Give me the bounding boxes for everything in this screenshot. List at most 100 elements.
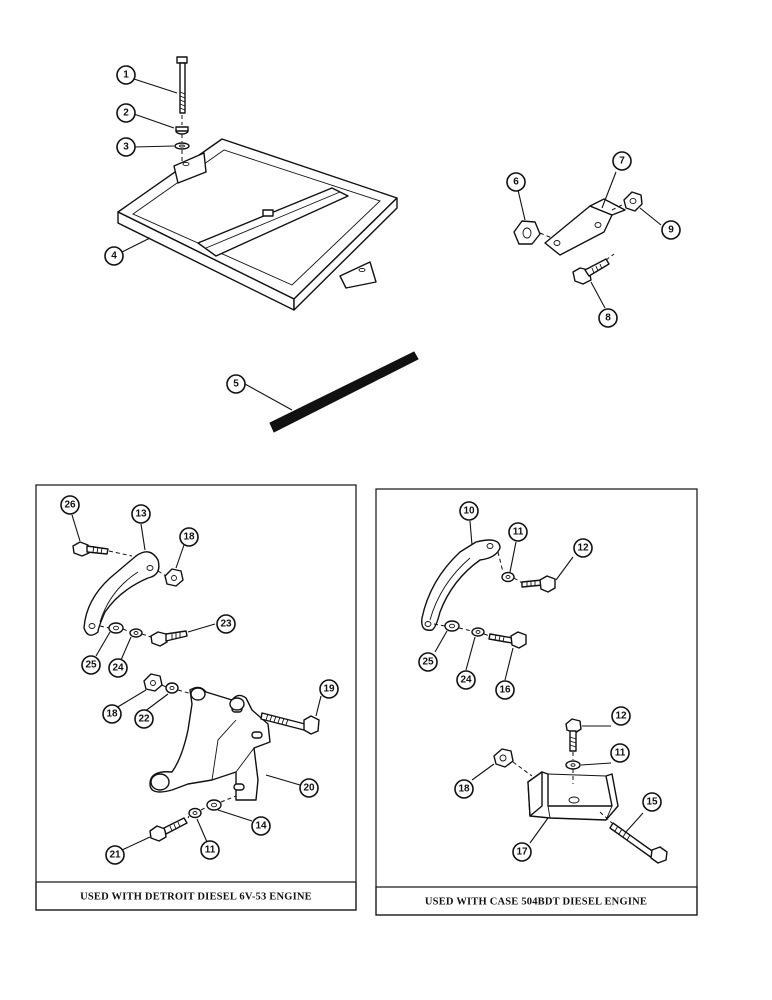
callout-13-left: 13 [131,504,151,524]
callout-4: 4 [104,246,124,266]
callout-16-right: 16 [495,680,515,700]
right-caption-box [375,886,698,916]
callout-11-right-bottom: 11 [610,743,630,763]
callout-label: 12 [577,543,589,554]
callout-label: 19 [323,684,335,695]
nut-part-18-right [493,748,514,768]
callout-label: 5 [233,379,239,390]
callout-6: 6 [506,172,526,192]
nut-part-18-left-top [157,568,184,587]
right-panel-caption: USED WITH CASE 504BDT DIESEL ENGINE [425,897,647,908]
callout-label: 17 [516,847,528,858]
callout-label: 14 [255,821,267,832]
u-bracket-part-17 [527,771,619,821]
lock-washer-part-11-right-top [501,571,515,583]
callout-label: 9 [668,225,674,236]
callout-1: 1 [116,65,136,85]
lock-washer-part-11-right-bottom [565,760,581,770]
callout-17-right: 17 [512,842,532,862]
callout-18-left-bottom: 18 [102,704,122,724]
bolt-part-21 [149,817,188,842]
left-caption-box [35,881,357,911]
callout-18-right: 18 [454,779,474,799]
callout-18-left-top: 18 [179,527,199,547]
callout-2: 2 [116,103,136,123]
callout-15-right: 15 [642,792,662,812]
callout-label: 16 [499,685,511,696]
callout-label: 11 [205,845,216,856]
callout-label: 18 [106,709,118,720]
curved-link-part-13 [83,551,160,636]
callout-label: 1 [123,70,129,81]
callout-24-left: 24 [108,658,128,678]
callout-11-left: 11 [200,840,220,860]
callout-12-right-bottom: 12 [611,706,631,726]
lock-washer-part-24-left [129,628,143,638]
callout-label: 12 [615,711,627,722]
callout-label: 8 [605,313,611,324]
callout-label: 15 [646,797,658,808]
callout-label: 21 [109,850,121,861]
callout-19-left: 19 [319,679,339,699]
callout-21-left: 21 [105,845,125,865]
callout-25-left: 25 [81,655,101,675]
callout-9: 9 [661,220,681,240]
lock-washer-part-11-left [188,807,202,819]
curved-link-part-10 [421,539,501,631]
callout-10-right: 10 [459,501,479,521]
callout-label: 26 [64,500,76,511]
callout-7: 7 [612,151,632,171]
bolt-part-12-right-bottom [565,718,582,752]
washer-part-25-left [108,622,124,634]
bolt-part-26-left [72,541,133,557]
callout-26-left: 26 [60,495,80,515]
callout-label: 22 [138,714,150,725]
bolt-part-1 [176,56,188,114]
bolt-part-12-right-top [521,575,556,593]
callout-label: 18 [183,532,195,543]
callout-12-right-top: 12 [573,538,593,558]
callout-5: 5 [226,374,246,394]
bolt-part-23 [150,630,188,647]
callout-8: 8 [598,308,618,328]
callout-label: 6 [513,177,519,188]
callout-22-left: 22 [134,709,154,729]
washer-part-22 [165,682,179,694]
callout-3: 3 [116,137,136,157]
callout-label: 3 [123,142,129,153]
washer-part-25-right [444,620,460,632]
engine-bracket-part-20 [149,686,271,801]
battery-tray-frame-part-4 [117,138,398,311]
flat-washer-part-3 [174,142,190,150]
callout-label: 2 [123,108,129,119]
callout-23-left: 23 [216,614,236,634]
callout-25-right: 25 [418,652,438,672]
leader-lines [71,78,662,851]
nut-part-18-left-bottom [143,673,163,692]
callout-label: 4 [111,251,117,262]
callout-label: 10 [463,506,475,517]
callout-label: 23 [220,619,232,630]
callout-11-right-top: 11 [508,522,528,542]
lock-washer-part-24-right [471,627,485,637]
callout-14-left: 14 [251,816,271,836]
lock-washer-part-2 [175,126,189,135]
rubber-strip-part-5 [269,351,419,433]
long-bolt-part-19 [260,712,320,735]
callout-label: 20 [303,783,315,794]
bracket-group-parts-6-9 [513,191,643,285]
callout-label: 11 [513,527,524,538]
callout-label: 11 [615,748,626,759]
bolt-part-15 [609,822,668,864]
callout-label: 13 [135,509,147,520]
callout-label: 18 [458,784,470,795]
callout-24-right: 24 [456,670,476,690]
callout-label: 24 [460,675,472,686]
callout-label: 7 [619,156,625,167]
washer-part-14 [206,799,222,811]
callout-label: 25 [85,660,97,671]
callout-20-left: 20 [299,778,319,798]
bolt-part-16 [488,631,527,649]
callout-label: 24 [112,663,124,674]
